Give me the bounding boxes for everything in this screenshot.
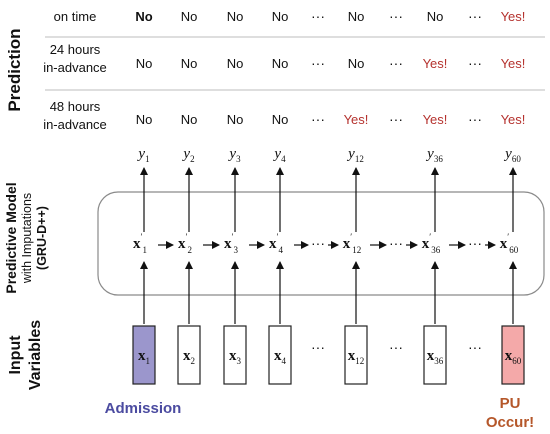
ellipsis: ··· xyxy=(468,235,482,251)
input-boxes: x1 x2 x3 x4 x12 x36 x60 ··· ··· ··· xyxy=(132,325,525,385)
output-label-y4: y4 xyxy=(272,146,286,164)
hidden-state-x4: x′4 xyxy=(269,232,283,255)
input-section-label-line2: Variables xyxy=(27,320,44,390)
model-section-label-line1: Predictive Model xyxy=(3,182,19,293)
ellipsis: ··· xyxy=(389,339,403,355)
output-label-y1: y1 xyxy=(136,146,149,164)
prediction-no: No xyxy=(227,9,244,24)
model-section-label-line2: with Imputations xyxy=(20,193,34,284)
ellipsis: ··· xyxy=(311,55,325,71)
prediction-yes: Yes! xyxy=(423,112,448,127)
prediction-no: No xyxy=(181,56,198,71)
input-box-x4 xyxy=(268,325,292,385)
ellipsis: ··· xyxy=(311,111,325,127)
input-box-x2 xyxy=(177,325,201,385)
horizon-label-48h-line2: in-advance xyxy=(43,117,107,132)
input-box-x36 xyxy=(423,325,447,385)
ellipsis: ··· xyxy=(389,235,403,251)
output-label-y36: y36 xyxy=(425,146,443,164)
prediction-section-label: Prediction xyxy=(5,28,24,111)
input-label-x4: x4 xyxy=(274,348,287,366)
horizon-label-48h-line1: 48 hours xyxy=(50,99,101,114)
input-section-label-line1: Input xyxy=(7,335,24,375)
prediction-no: No xyxy=(272,9,289,24)
hidden-state-x12: x′12 xyxy=(343,232,361,255)
ellipsis: ··· xyxy=(389,8,403,24)
model-box xyxy=(97,191,545,296)
horizon-label-24h-line1: 24 hours xyxy=(50,42,101,57)
prediction-no: No xyxy=(181,112,198,127)
input-box-x1 xyxy=(132,325,156,385)
input-box-x12 xyxy=(344,325,368,385)
ellipsis: ··· xyxy=(468,55,482,71)
input-label-x1: x1 xyxy=(138,348,150,366)
prediction-no: No xyxy=(348,9,365,24)
ellipsis: ··· xyxy=(311,8,325,24)
prediction-no: No xyxy=(136,112,153,127)
pu-label-line1: PU xyxy=(500,395,521,412)
input-label-x12: x12 xyxy=(348,348,365,366)
output-label-y3: y3 xyxy=(227,146,241,164)
horizon-label-24h-line2: in-advance xyxy=(43,60,107,75)
input-box-x60 xyxy=(501,325,525,385)
hidden-state-x3: x′3 xyxy=(224,232,238,255)
horizon-label-on-time: on time xyxy=(54,9,97,24)
ellipsis: ··· xyxy=(468,339,482,355)
hidden-state-x1: x′1 xyxy=(133,232,147,255)
prediction-no: No xyxy=(427,9,444,24)
output-label-y12: y12 xyxy=(346,146,364,164)
input-label-x3: x3 xyxy=(229,348,242,366)
output-label-y60: y60 xyxy=(503,146,521,164)
prediction-yes: Yes! xyxy=(501,112,526,127)
connection-arrows xyxy=(140,167,517,324)
prediction-yes: Yes! xyxy=(344,112,369,127)
prediction-yes: Yes! xyxy=(501,56,526,71)
output-label-y2: y2 xyxy=(181,146,194,164)
prediction-no: No xyxy=(181,9,198,24)
hidden-state-x2: x′2 xyxy=(178,232,192,255)
hidden-states: x′1 x′2 x′3 x′4 x′12 x′36 x′60 ··· ··· ··· xyxy=(133,232,519,255)
input-label-x36: x36 xyxy=(427,348,444,366)
output-labels: y1 y2 y3 y4 y12 y36 y60 xyxy=(136,146,521,164)
admission-label: Admission xyxy=(105,400,182,417)
ellipsis: ··· xyxy=(311,235,325,251)
input-label-x2: x2 xyxy=(183,348,195,366)
ellipsis: ··· xyxy=(389,55,403,71)
prediction-no: No xyxy=(136,56,153,71)
ellipsis: ··· xyxy=(468,8,482,24)
prediction-no: No xyxy=(272,112,289,127)
prediction-yes: Yes! xyxy=(423,56,448,71)
prediction-no: No xyxy=(348,56,365,71)
pu-label-line2: Occur! xyxy=(486,414,534,431)
ellipsis: ··· xyxy=(468,111,482,127)
input-box-x3 xyxy=(223,325,247,385)
model-section-label-line3: (GRU-D++) xyxy=(35,206,49,270)
prediction-yes: Yes! xyxy=(501,9,526,24)
hidden-state-x36: x′36 xyxy=(422,232,441,255)
hidden-state-x60: x′60 xyxy=(500,232,519,255)
prediction-no: No xyxy=(272,56,289,71)
input-label-x60: x60 xyxy=(505,348,522,366)
prediction-no: No xyxy=(135,9,152,24)
prediction-no: No xyxy=(227,56,244,71)
prediction-no: No xyxy=(227,112,244,127)
ellipsis: ··· xyxy=(389,111,403,127)
ellipsis: ··· xyxy=(311,339,325,355)
